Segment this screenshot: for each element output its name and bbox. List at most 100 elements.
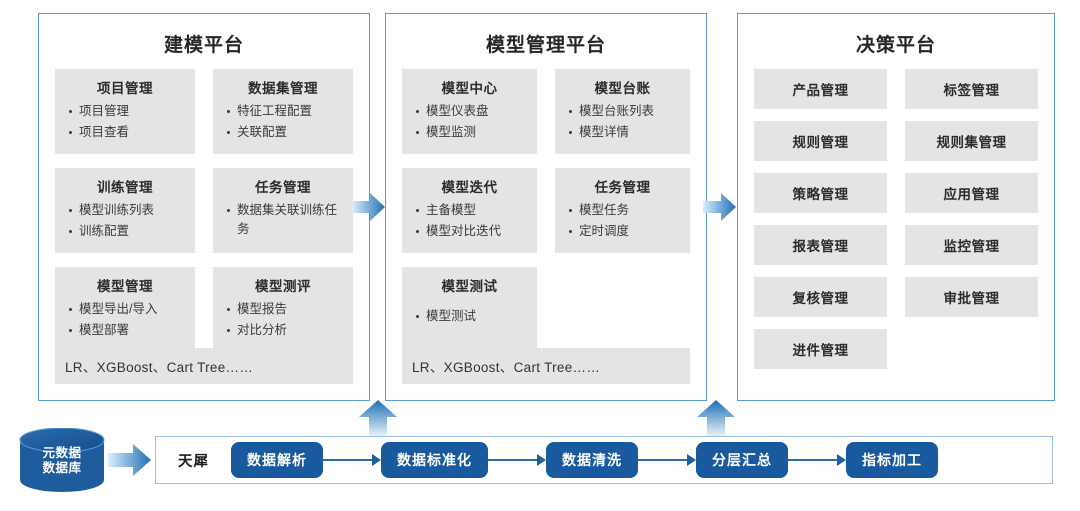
list-item[interactable]: 模型监测 — [416, 123, 531, 142]
list-item[interactable]: 主备模型 — [416, 201, 531, 220]
panel-model-management-platform: 模型管理平台 模型中心 模型仪表盘 模型监测 模型台账 模型台账列表 模型详情 … — [385, 13, 707, 401]
card-row: 模型测试 模型测试 — [402, 267, 690, 350]
algorithm-strip-modeling: LR、XGBoost、Cart Tree…… — [55, 348, 353, 384]
panel-title-decision: 决策平台 — [855, 35, 936, 56]
card-title: 模型台账 — [594, 81, 651, 96]
pipeline-stage-metric-processing[interactable]: 指标加工 — [846, 442, 938, 478]
card-item-list: 主备模型 模型对比迭代 — [408, 201, 531, 241]
connector-arrowhead — [837, 454, 846, 466]
card-row: 模型中心 模型仪表盘 模型监测 模型台账 模型台账列表 模型详情 — [402, 69, 690, 154]
card-model-test[interactable]: 模型测试 模型测试 — [402, 267, 537, 350]
card-grid-mgmt: 模型中心 模型仪表盘 模型监测 模型台账 模型台账列表 模型详情 模型迭代 主备… — [386, 69, 706, 350]
card-item-list: 模型测试 — [408, 307, 531, 326]
card-title: 模型测试 — [441, 279, 498, 294]
connector-line — [323, 459, 372, 461]
card-project-management[interactable]: 项目管理 项目管理 项目查看 — [55, 69, 195, 154]
card-item-list: 模型导出/导入 模型部署 — [61, 300, 189, 340]
list-item[interactable]: 模型详情 — [569, 123, 684, 142]
tile-review-management[interactable]: 复核管理 — [754, 277, 887, 317]
tile-application-management[interactable]: 应用管理 — [905, 173, 1038, 213]
algorithm-strip-mgmt: LR、XGBoost、Cart Tree…… — [402, 348, 690, 384]
card-training-management[interactable]: 训练管理 模型训练列表 训练配置 — [55, 168, 195, 253]
tile-strategy-management[interactable]: 策略管理 — [754, 173, 887, 213]
tile-row: 进件管理 — [754, 329, 1038, 369]
card-item-list: 模型报告 对比分析 — [219, 300, 347, 340]
pipeline-stage-data-standardization[interactable]: 数据标准化 — [381, 442, 488, 478]
arrow-right-icon — [108, 442, 152, 478]
card-dataset-management[interactable]: 数据集管理 特征工程配置 关联配置 — [213, 69, 353, 154]
card-task-management-mgmt[interactable]: 任务管理 模型任务 定时调度 — [555, 168, 690, 253]
tile-product-management[interactable]: 产品管理 — [754, 69, 887, 109]
card-title: 模型测评 — [255, 279, 311, 294]
list-item[interactable]: 模型报告 — [227, 300, 347, 319]
arrow-right-icon — [352, 190, 386, 224]
list-item[interactable]: 模型测试 — [416, 307, 531, 326]
list-item[interactable]: 项目管理 — [69, 102, 189, 121]
card-model-center[interactable]: 模型中心 模型仪表盘 模型监测 — [402, 69, 537, 154]
card-title: 训练管理 — [97, 180, 153, 195]
tile-approval-management[interactable]: 审批管理 — [905, 277, 1038, 317]
panel-decision-platform: 决策平台 产品管理 标签管理 规则管理 规则集管理 策略管理 应用管理 报表管理… — [737, 13, 1055, 401]
list-item[interactable]: 模型训练列表 — [69, 201, 189, 220]
arrow-up-icon — [358, 400, 398, 438]
connector-line — [638, 459, 687, 461]
card-title: 模型迭代 — [441, 180, 498, 195]
card-item-list: 模型任务 定时调度 — [561, 201, 684, 241]
list-item[interactable]: 模型导出/导入 — [69, 300, 189, 319]
card-model-iteration[interactable]: 模型迭代 主备模型 模型对比迭代 — [402, 168, 537, 253]
list-item[interactable]: 项目查看 — [69, 123, 189, 142]
card-title: 模型管理 — [97, 279, 153, 294]
tile-ruleset-management[interactable]: 规则集管理 — [905, 121, 1038, 161]
card-model-management[interactable]: 模型管理 模型导出/导入 模型部署 — [55, 267, 195, 352]
tile-application-intake-management[interactable]: 进件管理 — [754, 329, 887, 369]
card-row: 模型迭代 主备模型 模型对比迭代 任务管理 模型任务 定时调度 — [402, 168, 690, 253]
arrow-right-icon — [703, 190, 737, 224]
connector-arrowhead — [372, 454, 381, 466]
card-task-management[interactable]: 任务管理 数据集关联训练任务 — [213, 168, 353, 253]
list-item[interactable]: 模型任务 — [569, 201, 684, 220]
list-item[interactable]: 训练配置 — [69, 222, 189, 241]
card-title: 任务管理 — [594, 180, 651, 195]
tile-monitor-management[interactable]: 监控管理 — [905, 225, 1038, 265]
tile-report-management[interactable]: 报表管理 — [754, 225, 887, 265]
pipeline-stage-data-parsing[interactable]: 数据解析 — [231, 442, 323, 478]
list-item[interactable]: 模型仪表盘 — [416, 102, 531, 121]
connector-arrowhead — [687, 454, 696, 466]
card-row: 训练管理 模型训练列表 训练配置 任务管理 数据集关联训练任务 — [55, 168, 353, 253]
pipeline-connector-arrow-icon — [638, 454, 696, 466]
card-grid-modeling: 项目管理 项目管理 项目查看 数据集管理 特征工程配置 关联配置 训练管理 模型… — [39, 69, 369, 352]
pipeline-stage-data-cleaning[interactable]: 数据清洗 — [546, 442, 638, 478]
database-cylinder-icon — [18, 427, 106, 492]
card-placeholder — [555, 267, 690, 350]
card-item-list: 数据集关联训练任务 — [219, 201, 347, 239]
connector-line — [488, 459, 537, 461]
list-item[interactable]: 关联配置 — [227, 123, 347, 142]
card-model-ledger[interactable]: 模型台账 模型台账列表 模型详情 — [555, 69, 690, 154]
list-item[interactable]: 对比分析 — [227, 321, 347, 340]
panel-title-mgmt: 模型管理平台 — [485, 35, 606, 56]
panel-modeling-platform: 建模平台 项目管理 项目管理 项目查看 数据集管理 特征工程配置 关联配置 训练… — [38, 13, 370, 401]
tile-row: 报表管理 监控管理 — [754, 225, 1038, 265]
list-item[interactable]: 特征工程配置 — [227, 102, 347, 121]
pipeline-stage-layered-aggregation[interactable]: 分层汇总 — [696, 442, 788, 478]
tile-grid-decision: 产品管理 标签管理 规则管理 规则集管理 策略管理 应用管理 报表管理 监控管理… — [738, 69, 1054, 369]
card-item-list: 特征工程配置 关联配置 — [219, 102, 347, 142]
list-item[interactable]: 模型台账列表 — [569, 102, 684, 121]
tile-label-management[interactable]: 标签管理 — [905, 69, 1038, 109]
panel-title-modeling: 建模平台 — [163, 35, 244, 56]
connector-arrowhead — [537, 454, 546, 466]
tile-row: 策略管理 应用管理 — [754, 173, 1038, 213]
pipeline-connector-arrow-icon — [788, 454, 846, 466]
card-title: 项目管理 — [97, 81, 153, 96]
list-item[interactable]: 模型部署 — [69, 321, 189, 340]
list-item[interactable]: 模型对比迭代 — [416, 222, 531, 241]
list-item[interactable]: 定时调度 — [569, 222, 684, 241]
card-title: 任务管理 — [255, 180, 311, 195]
card-item-list: 项目管理 项目查看 — [61, 102, 189, 142]
card-model-evaluation[interactable]: 模型测评 模型报告 对比分析 — [213, 267, 353, 352]
card-row: 模型管理 模型导出/导入 模型部署 模型测评 模型报告 对比分析 — [55, 267, 353, 352]
card-item-list: 模型训练列表 训练配置 — [61, 201, 189, 241]
card-item-list: 模型仪表盘 模型监测 — [408, 102, 531, 142]
list-item[interactable]: 数据集关联训练任务 — [227, 201, 347, 239]
tile-rule-management[interactable]: 规则管理 — [754, 121, 887, 161]
